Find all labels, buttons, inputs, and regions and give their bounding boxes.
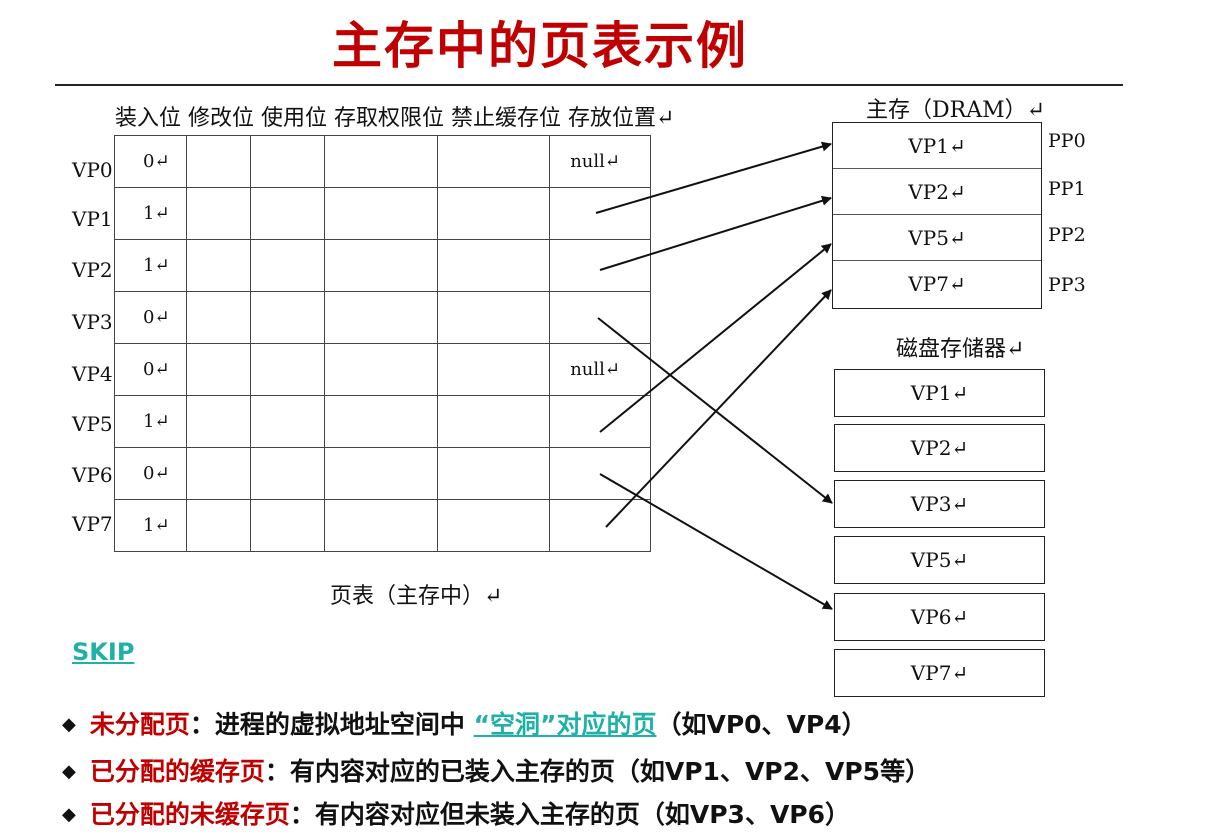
disk-title: 磁盘存储器↵ (896, 337, 1025, 362)
title-divider (55, 84, 1123, 86)
location-cell (549, 187, 651, 240)
pp-label-0: PP0 (1048, 130, 1086, 152)
bullet-term: 未分配页 (89, 710, 190, 739)
pt-row-label-vp1: VP1 (72, 207, 113, 231)
valid-bit-cell: 0↵ (114, 343, 187, 396)
pt-row-label-vp5: VP5 (72, 412, 113, 436)
diamond-bullet-icon: ◆ (62, 714, 76, 735)
diamond-bullet-icon: ◆ (62, 761, 76, 782)
disk-page-vp2: VP2↵ (834, 424, 1045, 472)
table-row: 1↵ (114, 395, 651, 448)
pt-row-label-vp4: VP4 (72, 362, 113, 386)
disk-page-vp7: VP7↵ (834, 649, 1045, 697)
pt-row-label-vp2: VP2 (72, 258, 113, 282)
location-cell (549, 447, 651, 500)
valid-bit-cell: 1↵ (114, 499, 187, 552)
bullet-unallocated: ◆ 未分配页：进程的虚拟地址空间中 “空洞”对应的页（如VP0、VP4） (62, 705, 867, 741)
bullet-text: （如VP0、VP4） (656, 710, 867, 739)
table-row: 0↵ null↵ (114, 135, 651, 188)
bullet-text: 有内容对应的已装入主存的页（如VP1、VP2、VP5等） (289, 757, 931, 786)
location-cell (549, 499, 651, 552)
bullet-term: 已分配的未缓存页 (89, 800, 290, 829)
disk-page-vp3: VP3↵ (834, 480, 1045, 528)
valid-bit-cell: 0↵ (114, 135, 187, 188)
skip-link[interactable]: SKIP (72, 638, 135, 666)
valid-bit-cell: 1↵ (114, 395, 187, 448)
pt-row-label-vp7: VP7 (72, 512, 113, 536)
table-row: 0↵ null↵ (114, 343, 651, 396)
table-row: 1↵ (114, 187, 651, 240)
pt-row-label-vp0: VP0 (72, 158, 113, 182)
page-table-header: 装入位 修改位 使用位 存取权限位 禁止缓存位 存放位置↵ (115, 106, 675, 131)
table-row: 1↵ (114, 239, 651, 292)
bullet-sep: ： (189, 710, 215, 739)
disk-page-vp1: VP1↵ (834, 369, 1045, 417)
pp-label-3: PP3 (1048, 274, 1086, 296)
pt-row-label-vp3: VP3 (72, 310, 113, 334)
page-table-caption: 页表（主存中）↵ (330, 584, 503, 609)
bullet-text: 进程的虚拟地址空间中 (214, 710, 474, 739)
bullet-uncached: ◆ 已分配的未缓存页：有内容对应但未装入主存的页（如VP3、VP6） (62, 795, 850, 831)
diamond-bullet-icon: ◆ (62, 804, 76, 825)
location-cell: null↵ (549, 135, 651, 188)
disk-page-vp6: VP6↵ (834, 593, 1045, 641)
valid-bit-cell: 0↵ (114, 447, 187, 500)
valid-bit-cell: 1↵ (114, 239, 187, 292)
bullet-text: 有内容对应但未装入主存的页（如VP3、VP6） (314, 800, 851, 829)
bullet-sep: ： (264, 757, 290, 786)
table-row: 0↵ (114, 291, 651, 344)
bullet-sep: ： (289, 800, 315, 829)
table-row: 0↵ (114, 447, 651, 500)
dram-page-vp1: VP1↵ (833, 123, 1041, 169)
bullet-term: 已分配的缓存页 (89, 757, 265, 786)
table-row: 1↵ (114, 499, 651, 552)
valid-bit-cell: 0↵ (114, 291, 187, 344)
dram-title: 主存（DRAM）↵ (866, 98, 1046, 123)
pt-row-label-vp6: VP6 (72, 463, 113, 487)
location-cell (549, 239, 651, 292)
location-cell (549, 395, 651, 448)
holes-link[interactable]: “空洞”对应的页 (473, 710, 657, 739)
dram-block: VP1↵ VP2↵ VP5↵ VP7↵ (832, 122, 1042, 309)
dram-page-vp7: VP7↵ (908, 272, 966, 296)
dram-page-vp5: VP5↵ (833, 215, 1041, 261)
disk-page-vp5: VP5↵ (834, 536, 1045, 584)
dram-page-vp2: VP2↵ (833, 169, 1041, 215)
page-table: 0↵ null↵ 1↵ 1↵ 0↵ 0↵ null↵ 1↵ 0↵ 1↵ (114, 135, 651, 552)
pp-label-1: PP1 (1048, 178, 1086, 200)
bullet-cached: ◆ 已分配的缓存页：有内容对应的已装入主存的页（如VP1、VP2、VP5等） (62, 752, 930, 788)
valid-bit-cell: 1↵ (114, 187, 187, 240)
page-title: 主存中的页表示例 (332, 17, 748, 75)
location-cell: null↵ (549, 343, 651, 396)
pp-label-2: PP2 (1048, 224, 1086, 246)
location-cell (549, 291, 651, 344)
